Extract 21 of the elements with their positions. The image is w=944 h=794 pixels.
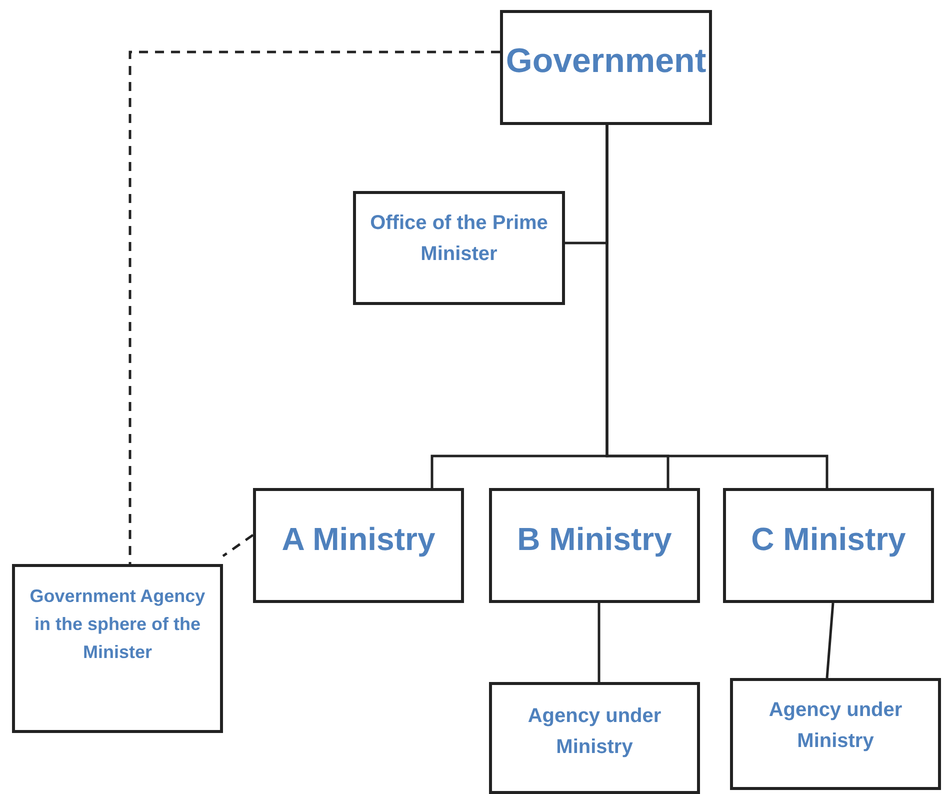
org-box (489, 488, 700, 603)
box-label: Government (504, 41, 708, 82)
box-label: C Ministry (750, 520, 907, 559)
box-label: Office of the Prime Minister (369, 211, 549, 267)
connector-line (826, 602, 834, 678)
box-label: Government Agency in the sphere of the Minister (28, 585, 206, 664)
box-label: A Ministry (280, 520, 436, 559)
org-box (500, 10, 712, 125)
box-label: B Ministry (516, 520, 673, 559)
box-label: Agency under Ministry (768, 698, 904, 754)
connector-line (606, 125, 828, 488)
box-label: Agency under Ministry (526, 704, 662, 760)
org-box (253, 488, 464, 603)
org-box (489, 682, 700, 794)
org-box (730, 678, 941, 790)
org-box (723, 488, 934, 603)
connector-line (598, 603, 600, 682)
dashed-connector (222, 534, 254, 558)
org-box (12, 564, 223, 733)
org-box (353, 191, 565, 305)
dashed-connector (128, 50, 500, 564)
